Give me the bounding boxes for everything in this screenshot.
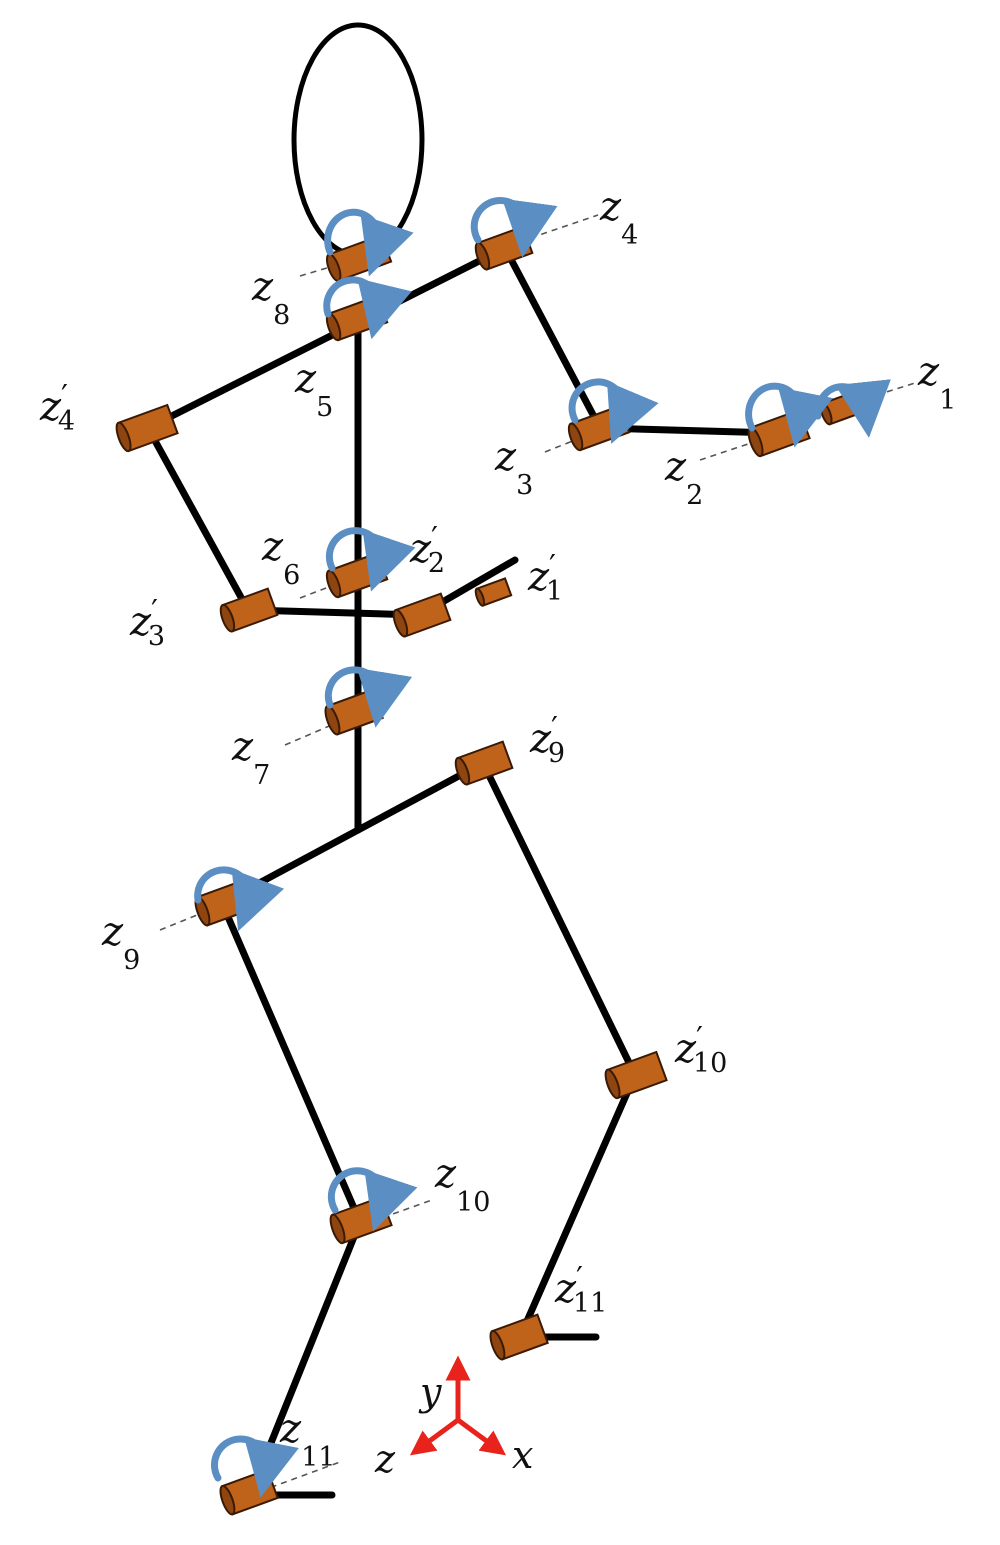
rotation-arrow-z1 — [814, 379, 891, 438]
label-z7: z7 — [231, 724, 270, 791]
label-z6: z6 — [261, 524, 300, 591]
joint-z4 — [474, 225, 534, 271]
label-z2: z2 — [664, 444, 703, 511]
label-z2-prime: z′2 — [409, 521, 445, 579]
label-z10: z10 — [434, 1151, 490, 1218]
label-z8: z8 — [251, 264, 290, 331]
label-z9: z9 — [101, 909, 140, 976]
skeleton-links — [144, 244, 779, 1499]
rotation-arrow-z4 — [470, 197, 558, 258]
link-left-shin — [516, 1071, 639, 1341]
link-right-thigh — [218, 899, 364, 1226]
joint-labels: z4 z8 z5 z′4 z1 z3 z2 z6 z′2 z′1 z′3 z7 … — [39, 184, 956, 1473]
rotation-arrow-z7 — [324, 666, 413, 728]
axis-line-z2 — [699, 434, 776, 461]
rotation-arrow-z6 — [325, 527, 416, 592]
link-right-upper-arm — [501, 244, 604, 432]
link-left-thigh — [479, 759, 639, 1079]
label-z5: z5 — [294, 356, 333, 423]
label-z3: z3 — [494, 434, 533, 501]
joint-z10-prime — [604, 1050, 668, 1100]
joint-z11 — [219, 1468, 279, 1516]
triad-x-label: x — [512, 1433, 533, 1477]
axis-line-z7 — [284, 714, 356, 746]
rotation-arrow-z9 — [194, 866, 285, 932]
joint-z9-prime — [454, 740, 514, 786]
label-z10-prime: z′10 — [674, 1021, 727, 1079]
joint-z3-prime — [219, 587, 279, 633]
label-z4: z4 — [599, 184, 638, 251]
label-z3-prime: z′3 — [129, 594, 165, 652]
triad-z-arrow — [409, 1417, 460, 1456]
triad-x-arrow — [456, 1417, 507, 1456]
triad-z-label: z — [374, 1437, 396, 1481]
rotation-arrow-z3 — [568, 378, 659, 444]
label-z4-prime: z′4 — [39, 379, 75, 437]
joint-z2-prime — [392, 592, 452, 638]
rotation-arrow-z2 — [745, 382, 833, 448]
label-z11: z11 — [279, 1406, 335, 1473]
label-z1-prime: z′1 — [527, 549, 563, 607]
label-z9-prime: z′9 — [529, 711, 565, 769]
head-outline — [291, 22, 425, 258]
coordinate-triad: y z x — [374, 1355, 533, 1481]
joint-z11-prime — [489, 1313, 549, 1361]
joint-z1-prime — [474, 577, 513, 607]
rotation-arrow-z10 — [327, 1167, 418, 1232]
label-z11-prime: z′11 — [554, 1261, 607, 1319]
rotation-arrows — [194, 197, 891, 1498]
link-shoulder-line — [144, 244, 509, 432]
joint-z4-prime — [115, 403, 179, 453]
rotation-arrow-z8 — [324, 208, 414, 277]
rotation-arrow-z11 — [211, 1435, 299, 1498]
triad-y-label: y — [418, 1370, 442, 1414]
rotation-arrow-z5 — [323, 276, 412, 340]
label-z1: z1 — [917, 349, 956, 416]
link-left-upper-arm — [144, 424, 252, 614]
